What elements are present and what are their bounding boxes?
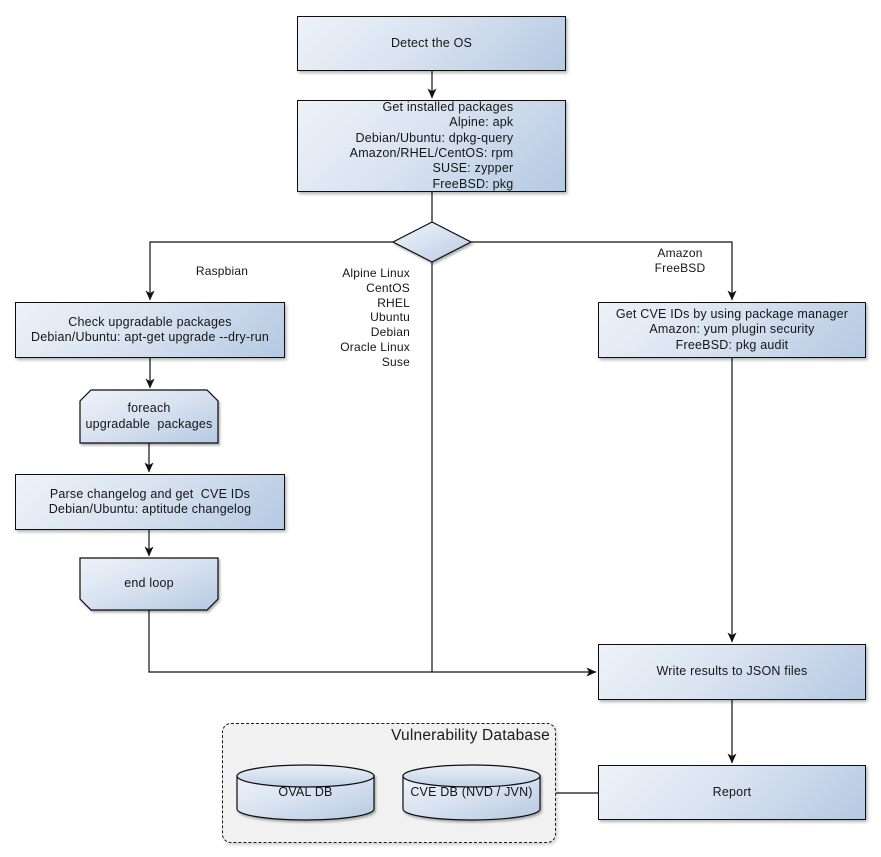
node-label-line: Amazon/RHEL/CentOS: rpm [349,146,514,160]
cve-db-label: CVE DB (NVD / JVN) [410,785,533,800]
node-label-line: Debian/Ubuntu: aptitude changelog [48,502,252,516]
node-label-line: Debian/Ubuntu: apt-get upgrade --dry-run [31,330,269,344]
node-label-line: Get CVE IDs by using package manager [615,307,849,322]
node-label: Report [712,784,752,799]
edge-label-raspbian: Raspbian [195,264,249,278]
node-label-line: Amazon: yum plugin security [649,322,815,337]
node-get-cve-ids: Get CVE IDs by using package manager Ama… [598,302,866,358]
node-label-line: FreeBSD: pkg audit [675,337,789,352]
node-label-line: Check upgradable packages [68,314,232,329]
node-get-installed-packages: Get installed packages Alpine: apk Debia… [297,100,566,192]
node-label-line: Parse changelog and get CVE IDs [49,486,251,501]
node-report: Report [598,765,866,820]
node-write-results: Write results to JSON files [598,644,866,700]
node-label-block: Get installed packages Alpine: apk Debia… [350,100,514,192]
edge-label-amazon-freebsd: Amazon FreeBSD [654,246,706,275]
node-label-line: Alpine: apk [449,115,514,130]
node-label-line: SUSE: zypper [432,161,514,176]
node-label: Write results to JSON files [656,664,808,679]
oval-db-label: OVAL DB [278,785,333,800]
node-label-line: Get installed packages [382,100,514,115]
node-label-line: FreeBSD: pkg [432,176,514,191]
node-detect-os: Detect the OS [297,16,566,71]
node-label-line: Debian/Ubuntu: dpkg-query [355,130,514,145]
loop-end-label: end loop [124,576,174,591]
node-parse-changelog: Parse changelog and get CVE IDs Debian/U… [15,474,285,530]
vulnerability-database-title: Vulnerability Database [391,727,550,744]
edge-endloop-to-writeresults [148,610,597,677]
decision-diamond [391,221,473,263]
node-label: Detect the OS [390,35,473,50]
node-check-upgradable-packages: Check upgradable packages Debian/Ubuntu:… [15,302,285,358]
edge-label-os-list: Alpine Linux CentOS RHEL Ubuntu Debian O… [340,266,410,369]
loop-start-label: foreach upgradable packages [85,401,213,431]
